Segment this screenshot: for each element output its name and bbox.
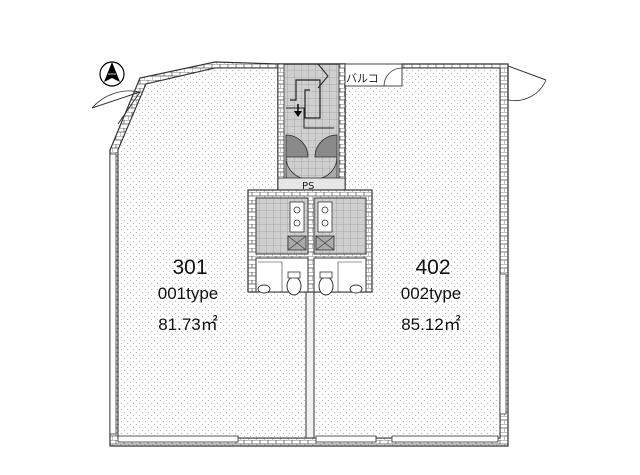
sink-left [257,284,271,294]
windows [109,153,507,443]
door-left-entrance [91,90,141,125]
unit-301-number: 301 [172,256,208,279]
pipe-space-label: PS [302,181,315,192]
service-block [247,189,373,293]
unit-402-number: 402 [415,256,451,279]
stair-arrow-icon [294,104,302,117]
unit-partition [305,291,315,439]
unit-402-type: 002type [400,284,462,303]
sink-right [349,284,363,294]
unit-402-area: 85.12㎡ [401,315,461,334]
kitchen-right [315,201,335,251]
kitchen-left [287,201,307,251]
toilet-right [318,261,362,296]
stair-core [277,63,346,191]
unit-301-area: 81.73㎡ [158,315,218,334]
toilet-left [258,261,302,296]
north-arrow-icon [99,61,125,87]
unit-301-type: 001type [157,284,219,303]
balcony [344,63,403,87]
door-right-entrance [507,65,547,102]
balcony-label: バルコ [346,72,379,85]
